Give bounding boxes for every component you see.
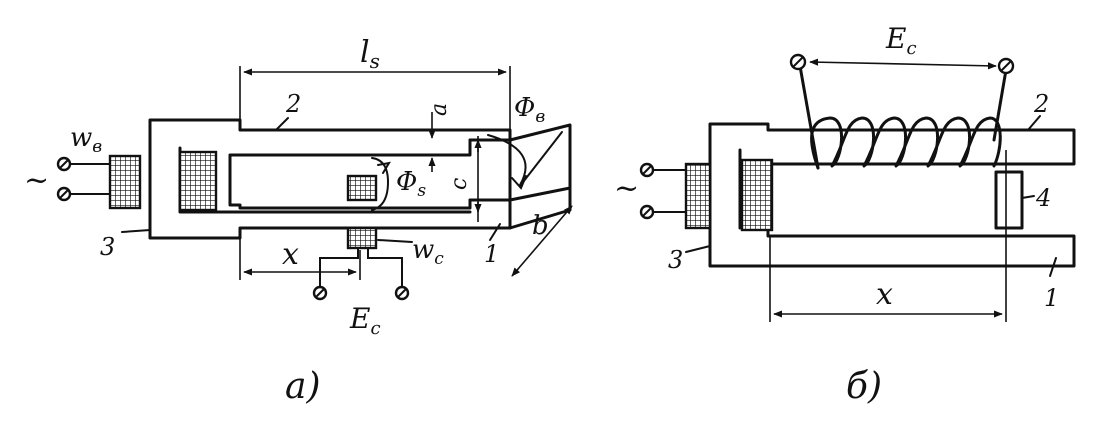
flux-main-arc bbox=[487, 134, 527, 186]
leader-1-b bbox=[1049, 257, 1057, 277]
terminal-ec-b-1-mark bbox=[792, 56, 804, 68]
leader-1-a bbox=[489, 223, 501, 241]
dim-ec-b bbox=[809, 58, 997, 70]
label-x-a: x bbox=[282, 237, 299, 272]
terminal-ec-1-mark bbox=[315, 288, 325, 298]
element-4 bbox=[994, 170, 1024, 230]
terminal-wb-2-mark bbox=[59, 189, 69, 199]
dim-b bbox=[511, 205, 573, 277]
label-x-b: x bbox=[876, 277, 893, 312]
label-wb: wв bbox=[70, 123, 102, 157]
label-phi-b: Φв bbox=[514, 93, 545, 127]
flux-stray-arrow bbox=[377, 161, 391, 174]
winding-wc bbox=[346, 226, 378, 250]
caption-a: a) bbox=[285, 366, 321, 407]
terminal-b-2-mark bbox=[642, 207, 652, 217]
leader-wc bbox=[377, 239, 413, 243]
label-ls: ls bbox=[360, 35, 380, 73]
diagram-a: wв ~ 3 2 ls Φв Φs a c b 1 x wc Ec a) bbox=[24, 35, 573, 407]
label-dim-b: b bbox=[532, 211, 549, 241]
terminal-wb-1-mark bbox=[59, 159, 69, 169]
label-3-a: 3 bbox=[100, 233, 115, 261]
coil-lead-right bbox=[992, 68, 1008, 142]
flux-stray-arc bbox=[371, 157, 390, 211]
plate-hint bbox=[519, 131, 563, 187]
winding-b-outer bbox=[684, 162, 712, 230]
diagram-b: Ec 2 4 ~ 3 1 x б) bbox=[614, 22, 1076, 407]
label-ac-b: ~ bbox=[614, 171, 639, 206]
helix-coil bbox=[810, 116, 1002, 170]
terminal-ec-2-mark bbox=[397, 288, 407, 298]
label-3-b: 3 bbox=[668, 246, 683, 274]
label-1-b: 1 bbox=[1044, 284, 1059, 312]
leader-3-a bbox=[121, 229, 151, 233]
winding-wb-outer bbox=[108, 154, 142, 210]
core-a-window bbox=[178, 146, 472, 214]
winding-b-inner bbox=[740, 158, 774, 232]
coil-gap bbox=[346, 174, 378, 202]
core-a-plate bbox=[468, 123, 572, 230]
leader-2-b bbox=[1027, 115, 1041, 131]
leader-3-b bbox=[685, 245, 711, 253]
label-ec-a: Ec bbox=[349, 302, 381, 339]
label-phi-s: Φs bbox=[396, 167, 426, 201]
winding-wb-inner bbox=[178, 150, 218, 212]
label-2-a: 2 bbox=[285, 90, 301, 118]
label-4-b: 4 bbox=[1035, 184, 1051, 212]
wire-wc-left bbox=[319, 247, 359, 287]
label-1-a: 1 bbox=[484, 240, 499, 268]
label-2-b: 2 bbox=[1033, 90, 1049, 118]
label-wc: wc bbox=[412, 235, 444, 269]
terminal-ec-b-2-mark bbox=[1000, 60, 1012, 72]
coil-lead-left bbox=[798, 64, 820, 170]
label-ec-b: Ec bbox=[885, 22, 917, 59]
leader-4 bbox=[1021, 195, 1035, 199]
label-dim-a: a bbox=[427, 103, 452, 116]
terminal-b-1-mark bbox=[642, 165, 652, 175]
wire-wc-right bbox=[367, 247, 403, 287]
leader-2-a bbox=[275, 117, 289, 131]
flux-main-arrow bbox=[511, 175, 527, 190]
caption-b: б) bbox=[846, 366, 882, 407]
label-dim-c: c bbox=[447, 178, 472, 190]
label-ac-a: ~ bbox=[24, 163, 49, 198]
